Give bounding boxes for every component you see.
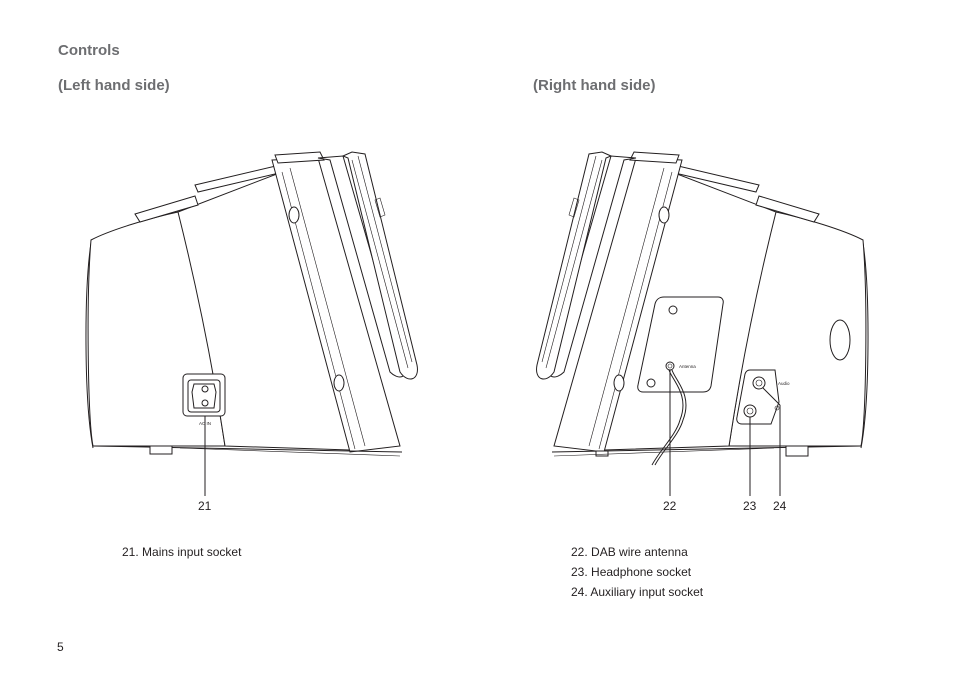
left-side-heading: (Left hand side)	[58, 77, 170, 94]
item-text: Auxiliary input socket	[590, 585, 704, 599]
item-number: 23.	[571, 565, 588, 579]
right-side-heading: (Right hand side)	[533, 77, 656, 94]
page-number: 5	[57, 640, 64, 654]
item-22-description: 22. DAB wire antenna	[571, 545, 688, 559]
callout-23: 23	[743, 499, 757, 513]
callout-22: 22	[663, 499, 677, 513]
antenna-label: Antenna	[679, 364, 696, 369]
item-text: Mains input socket	[142, 545, 242, 559]
item-text: DAB wire antenna	[591, 545, 688, 559]
item-text: Headphone socket	[591, 565, 692, 579]
callout-21: 21	[198, 499, 212, 513]
item-number: 21.	[122, 545, 139, 559]
item-21-description: 21. Mains input socket	[122, 545, 241, 559]
audio-label: Audio	[778, 381, 790, 386]
item-number: 24.	[571, 585, 588, 599]
item-number: 22.	[571, 545, 588, 559]
item-24-description: 24. Auxiliary input socket	[571, 585, 703, 599]
section-heading: Controls	[58, 42, 120, 59]
callout-24: 24	[773, 499, 787, 513]
item-23-description: 23. Headphone socket	[571, 565, 691, 579]
